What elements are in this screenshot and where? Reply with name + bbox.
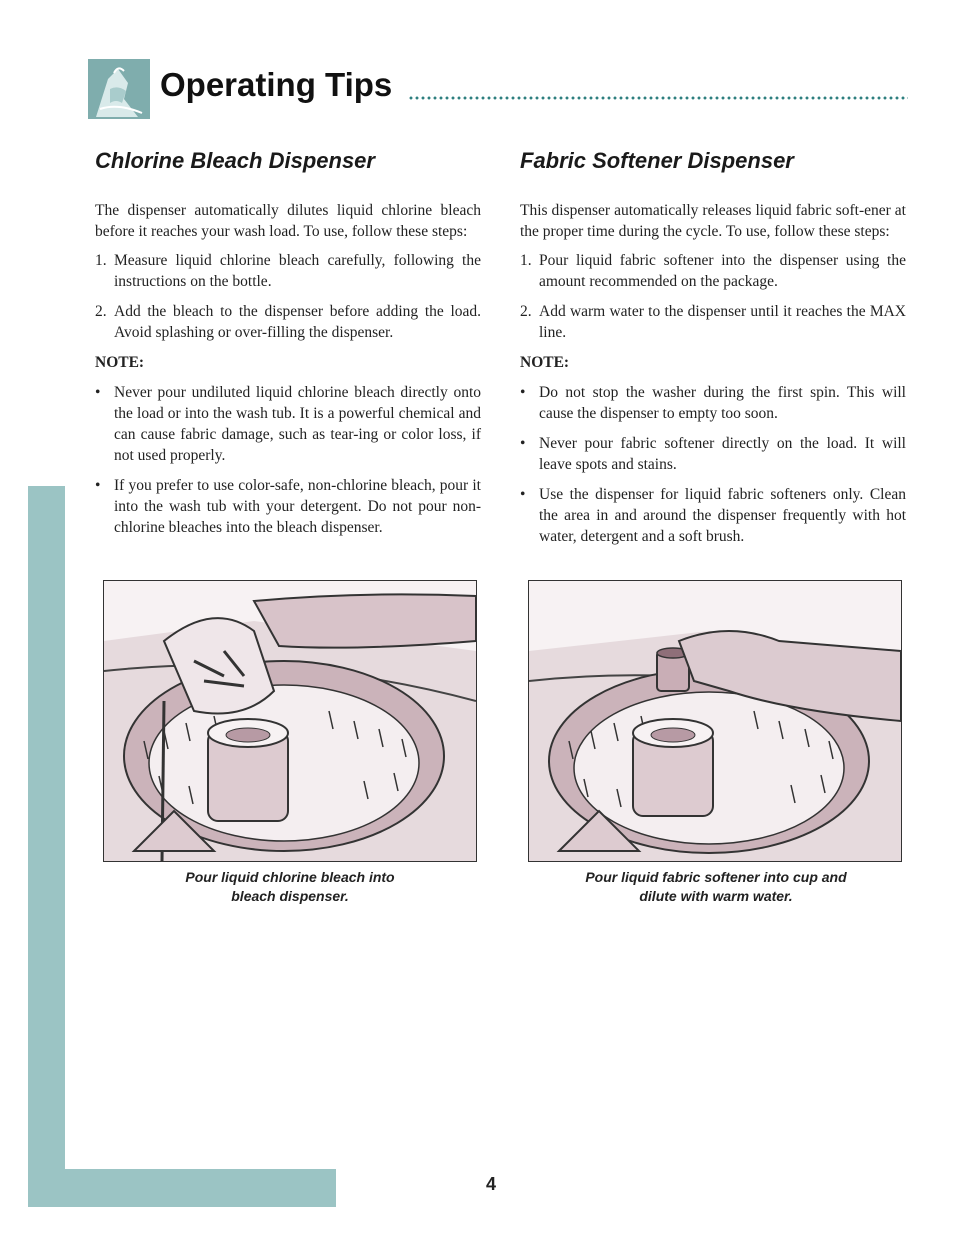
list-item: • Never pour fabric softener directly on …: [520, 433, 906, 475]
list-item: • If you prefer to use color-safe, non-ch…: [95, 475, 481, 538]
caption-line: bleach dispenser.: [231, 888, 349, 904]
steps-list: 1. Pour liquid fabric softener into the d…: [520, 250, 906, 343]
bleach-pour-illustration: [103, 580, 477, 862]
note-text: Use the dispenser for liquid fabric soft…: [539, 486, 906, 545]
bullet-marker: •: [520, 435, 526, 452]
intro-paragraph: This dispenser automatically releases li…: [520, 202, 906, 240]
step-text: Add the bleach to the dispenser before a…: [114, 303, 481, 341]
note-text: Never pour fabric softener directly on t…: [539, 435, 906, 473]
notes-list: • Never pour undiluted liquid chlorine bl…: [95, 382, 481, 538]
list-item: • Never pour undiluted liquid chlorine bl…: [95, 382, 481, 466]
section-heading: Fabric Softener Dispenser: [520, 148, 794, 173]
bleach-illustration-caption: Pour liquid chlorine bleach into bleach …: [100, 868, 480, 906]
section-heading: Chlorine Bleach Dispenser: [95, 148, 375, 173]
step-text: Measure liquid chlorine bleach carefully…: [114, 252, 481, 290]
note-text: If you prefer to use color-safe, non-chl…: [114, 477, 481, 536]
step-marker: 1.: [95, 252, 107, 269]
softener-pour-illustration: [528, 580, 902, 862]
step-text: Add warm water to the dispenser until it…: [539, 303, 906, 341]
list-item: 1. Measure liquid chlorine bleach careful…: [95, 250, 481, 292]
caption-line: Pour liquid chlorine bleach into: [185, 869, 395, 885]
bullet-marker: •: [95, 477, 101, 494]
intro-paragraph: The dispenser automatically dilutes liqu…: [95, 202, 481, 240]
note-label: NOTE:: [520, 354, 570, 371]
softener-illustration-caption: Pour liquid fabric softener into cup and…: [526, 868, 906, 906]
step-marker: 1.: [520, 252, 532, 269]
list-item: 1. Pour liquid fabric softener into the d…: [520, 250, 906, 292]
bullet-marker: •: [520, 486, 526, 503]
step-marker: 2.: [95, 303, 107, 320]
title-dotted-leader: [408, 96, 908, 100]
caption-line: dilute with warm water.: [639, 888, 793, 904]
fabric-softener-section: Fabric Softener Dispenser This dispenser…: [520, 146, 906, 556]
note-text: Never pour undiluted liquid chlorine ble…: [114, 384, 481, 464]
list-item: • Use the dispenser for liquid fabric sof…: [520, 484, 906, 547]
list-item: • Do not stop the washer during the first…: [520, 382, 906, 424]
bullet-marker: •: [95, 384, 101, 401]
page-number: 4: [486, 1174, 497, 1194]
section-logo-icon: [88, 59, 150, 119]
step-marker: 2.: [520, 303, 532, 320]
chlorine-bleach-section: Chlorine Bleach Dispenser The dispenser …: [95, 146, 481, 547]
step-text: Pour liquid fabric softener into the dis…: [539, 252, 906, 290]
bullet-marker: •: [520, 384, 526, 401]
bottom-accent-bar: [28, 1169, 336, 1207]
page-title: Operating Tips: [160, 66, 393, 103]
left-accent-bar: [28, 486, 65, 1207]
steps-list: 1. Measure liquid chlorine bleach careful…: [95, 250, 481, 343]
note-text: Do not stop the washer during the first …: [539, 384, 906, 422]
caption-line: Pour liquid fabric softener into cup and: [585, 869, 847, 885]
list-item: 2. Add warm water to the dispenser until …: [520, 301, 906, 343]
note-label: NOTE:: [95, 354, 145, 371]
list-item: 2. Add the bleach to the dispenser before…: [95, 301, 481, 343]
notes-list: • Do not stop the washer during the first…: [520, 382, 906, 547]
